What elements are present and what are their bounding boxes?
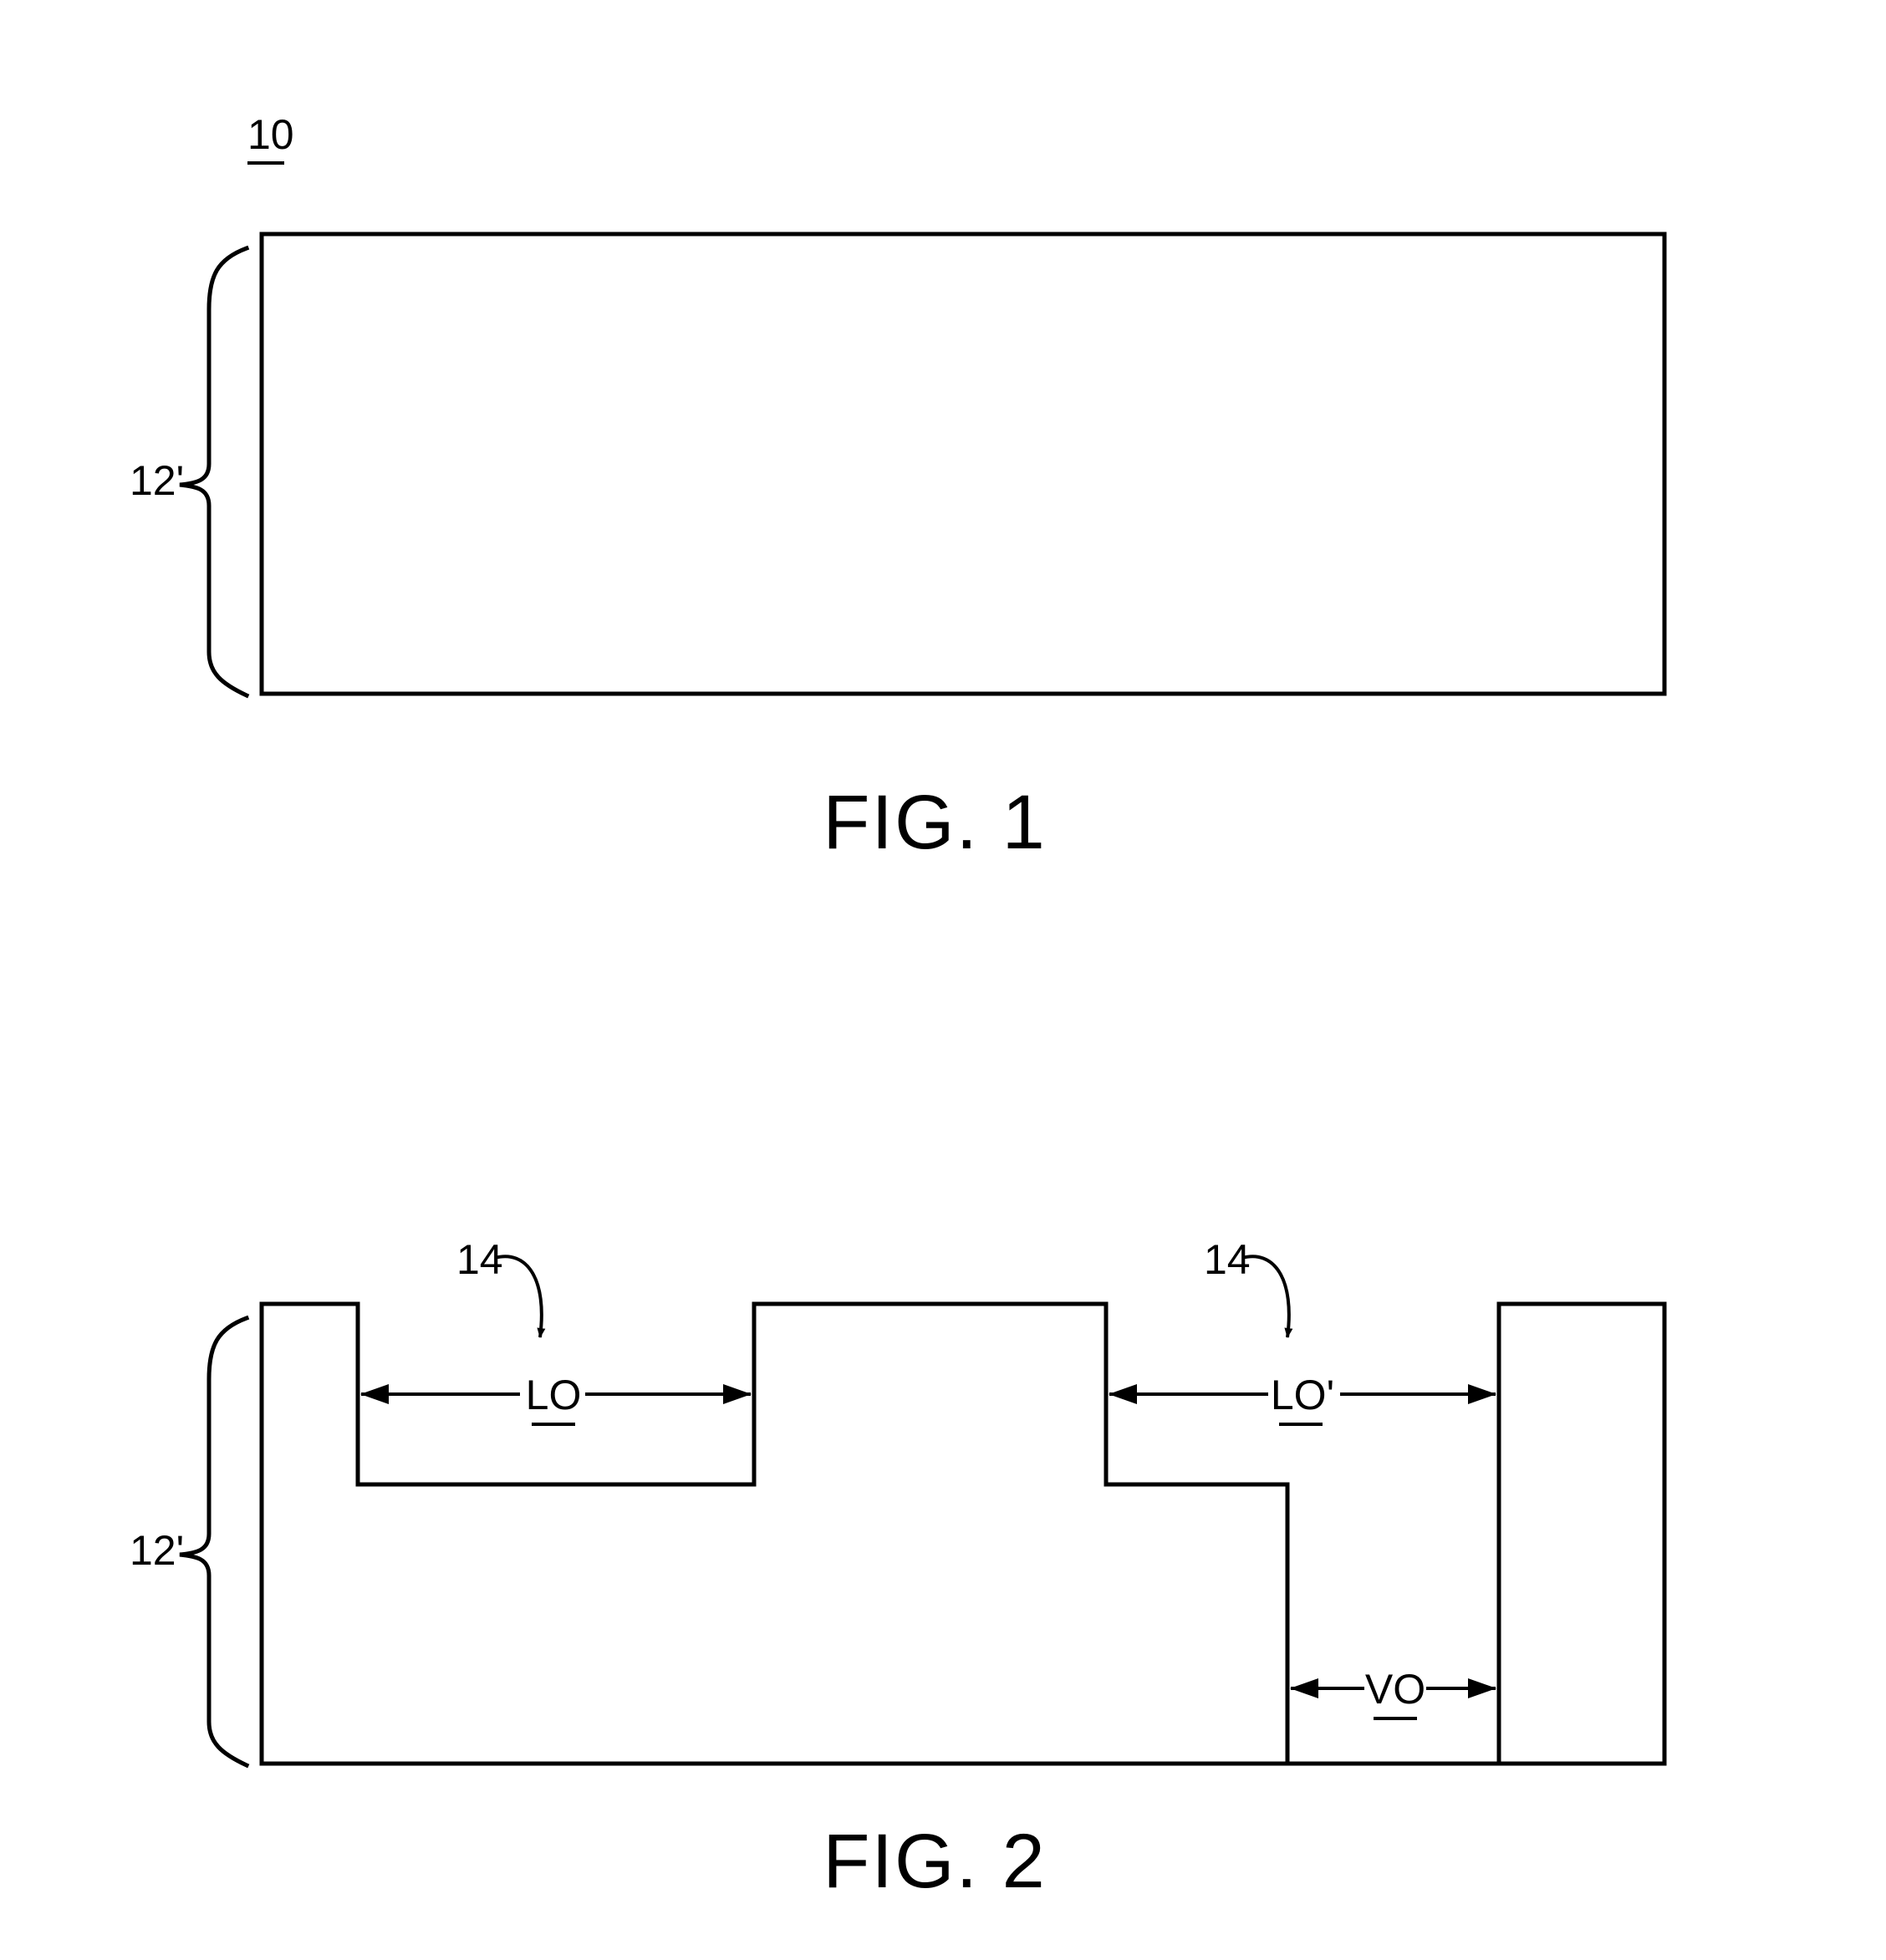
reference-numeral-10: 10 (247, 111, 294, 158)
figure-1: 10 12' FIG. 1 (130, 111, 1664, 865)
opening-label-14-left: 14 (456, 1236, 503, 1283)
figure-1-caption: FIG. 1 (823, 780, 1047, 865)
layer-label-12-prime: 12' (130, 457, 184, 504)
figure-2: 12' 14 14 LO LO' VO FIG. 2 (130, 1236, 1664, 1904)
dimension-lo-prime-label: LO' (1271, 1372, 1334, 1418)
patterned-substrate (262, 1304, 1287, 1764)
substrate-layer-12-prime (262, 234, 1664, 694)
dimension-vo-label: VO (1365, 1666, 1425, 1713)
opening-label-14-right: 14 (1204, 1236, 1251, 1283)
figure-2-caption: FIG. 2 (823, 1819, 1047, 1904)
layer-brace (180, 1318, 247, 1765)
right-pillar (1499, 1304, 1664, 1764)
layer-label-12-prime: 12' (130, 1527, 184, 1574)
layer-brace (180, 248, 247, 695)
dimension-lo-label: LO (526, 1372, 582, 1418)
